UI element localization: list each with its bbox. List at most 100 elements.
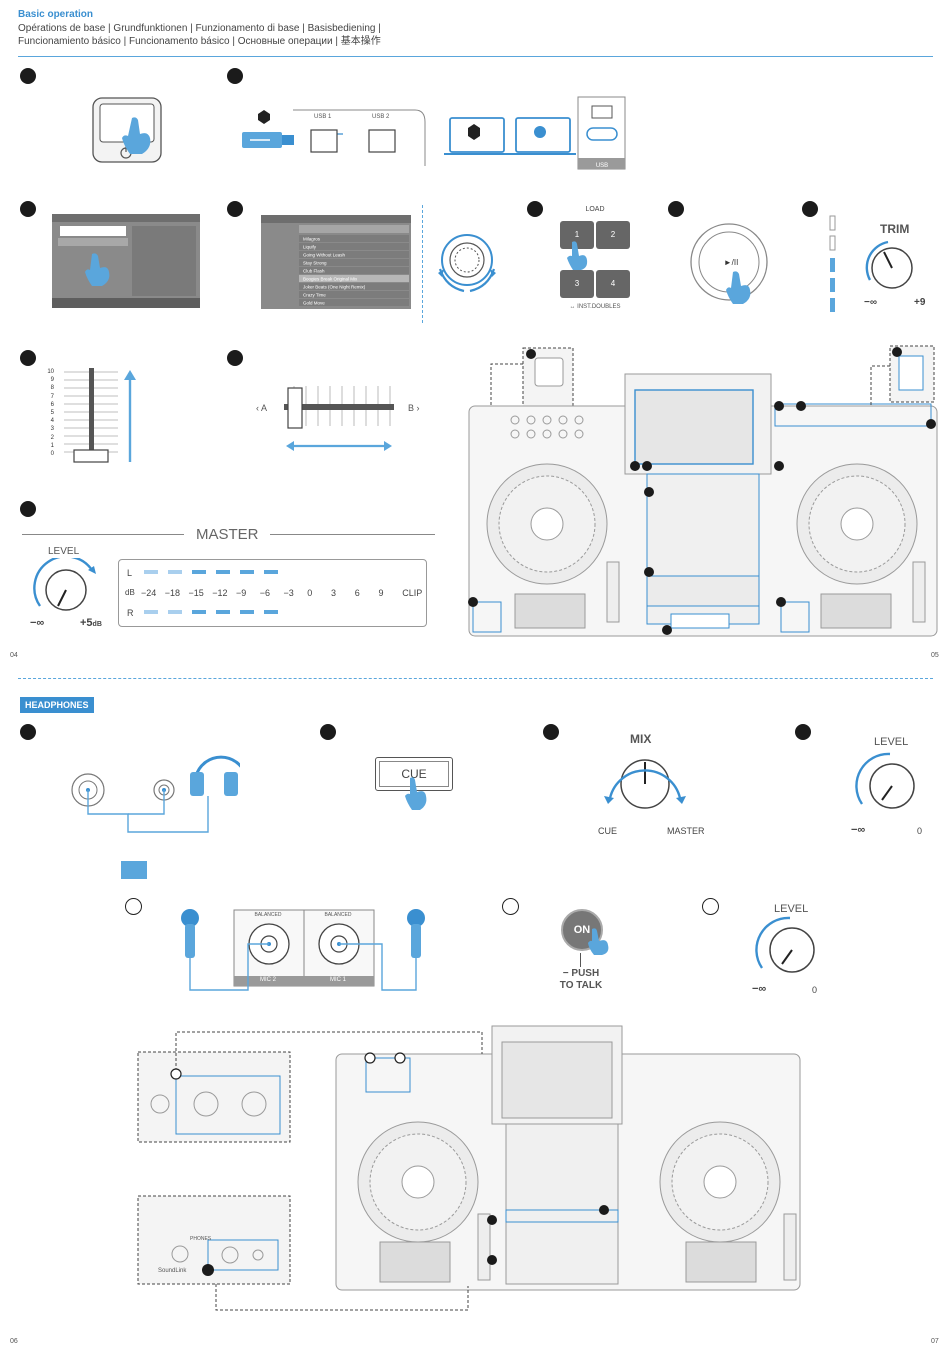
hand-pointer-icon (588, 928, 609, 955)
track-row[interactable] (299, 243, 409, 250)
fader-tick: 0 (50, 450, 54, 457)
trim-min: −∞ (864, 297, 877, 308)
track-row[interactable] (299, 267, 409, 274)
hp-level-max: 0 (917, 826, 923, 836)
meter-segment (264, 610, 278, 614)
mic-level-knob[interactable] (752, 914, 834, 986)
master-level-min: −∞ (30, 617, 45, 629)
fader-tick: 10 (47, 369, 54, 375)
crossfader-b: B (408, 403, 415, 413)
master-level-unit: dB (92, 621, 102, 628)
meter-tick: 9 (378, 588, 384, 598)
pad-3[interactable]: 3 (560, 270, 594, 298)
track-title: Going Without Leash (303, 253, 346, 258)
meter-tick: −9 (236, 588, 247, 598)
step-marker (227, 350, 243, 366)
step-marker (320, 724, 336, 740)
meter-segment (168, 610, 182, 614)
meter-segment (264, 570, 278, 574)
headphone-mix-knob[interactable] (600, 746, 692, 824)
track-row[interactable] (299, 251, 409, 258)
step-marker-open (502, 898, 519, 915)
channel-fader[interactable] (58, 364, 142, 466)
master-title: MASTER (196, 526, 259, 543)
step-marker (20, 501, 36, 517)
headphone-connection (71, 755, 240, 833)
mic-connection (181, 909, 425, 991)
trim-max: +9 (914, 297, 926, 308)
track-row[interactable] (299, 259, 409, 266)
track-row[interactable] (299, 299, 409, 306)
master-level-knob[interactable] (26, 558, 106, 622)
step-marker (543, 724, 559, 740)
meter-segment (240, 570, 254, 574)
mic2-label: MIC 2 (259, 977, 276, 983)
power-screen-illustration (92, 97, 162, 163)
meter-tick: CLIP (402, 588, 423, 598)
fader-tick: 4 (50, 418, 54, 425)
step-marker (20, 724, 36, 740)
track-title: Club Flash (303, 269, 325, 274)
page-number: 05 (931, 652, 939, 659)
meter-tick: 6 (354, 588, 360, 598)
jack-label-left: BALANCED (254, 912, 282, 918)
crossfader[interactable] (280, 380, 400, 452)
track-row[interactable] (299, 275, 409, 282)
hand-pointer-icon (405, 777, 427, 810)
rule (22, 534, 184, 535)
master-level-max: +5 (80, 617, 93, 629)
track-title: Boogies Break Original Mix (303, 277, 358, 282)
step-marker (795, 724, 811, 740)
meter-tick: −12 (212, 588, 228, 598)
meter-segment (168, 570, 182, 574)
page-number: 06 (10, 1338, 18, 1345)
step-marker (20, 68, 36, 84)
crossfader-a-label: ‹ A (256, 403, 268, 413)
step-marker (668, 201, 684, 217)
meter-tick: −3 (283, 588, 294, 598)
usb-stick-icon (242, 110, 294, 148)
meter-tick: −18 (164, 588, 181, 598)
mix-master-label: MASTER (667, 826, 705, 836)
pad-2[interactable]: 2 (596, 221, 630, 249)
phones-label: PHONES (190, 1236, 212, 1242)
track-row[interactable] (299, 235, 409, 242)
fader-tick: 8 (50, 385, 54, 392)
track-title: Gold Move (303, 301, 325, 306)
pad-label: 1 (574, 230, 580, 239)
master-level-meter (118, 559, 427, 627)
fader-tick: 6 (50, 401, 54, 408)
load-title: LOAD (585, 206, 605, 213)
meter-segment (216, 570, 230, 574)
pad-4[interactable]: 4 (596, 270, 630, 298)
fader-tick: 9 (50, 377, 54, 384)
step-marker (20, 350, 36, 366)
laptops-illustration (444, 117, 576, 155)
headphone-level-knob[interactable] (850, 748, 936, 826)
meter-r-label: R (127, 608, 134, 618)
step-marker-open (702, 898, 719, 915)
usb2-label: USB 2 (372, 114, 390, 120)
dj-controller-top (468, 345, 938, 637)
mic1-label: MIC 1 (329, 977, 346, 983)
track-title: Liquify (303, 245, 317, 250)
trim-knob[interactable] (858, 236, 928, 300)
track-row[interactable] (299, 283, 409, 290)
pad-label: 3 (574, 279, 580, 288)
meter-segment (144, 610, 158, 614)
track-row[interactable] (299, 291, 409, 298)
load-caption: ↔ INST.DOUBLES (569, 304, 621, 310)
step-marker (527, 201, 543, 217)
meter-tick: −15 (188, 588, 204, 598)
meter-segment (192, 570, 206, 574)
fader-tick: 1 (50, 442, 54, 449)
fader-scale: 10 9 8 7 6 5 4 3 2 1 0 (40, 369, 54, 459)
section-divider (18, 678, 933, 679)
meter-segment (144, 570, 158, 574)
meter-tick: −24 (141, 588, 157, 598)
meter-bars (144, 570, 278, 614)
meter-db-label: dB (125, 588, 135, 597)
meter-l-label: L (127, 568, 133, 578)
play-pause-button[interactable] (689, 222, 771, 310)
